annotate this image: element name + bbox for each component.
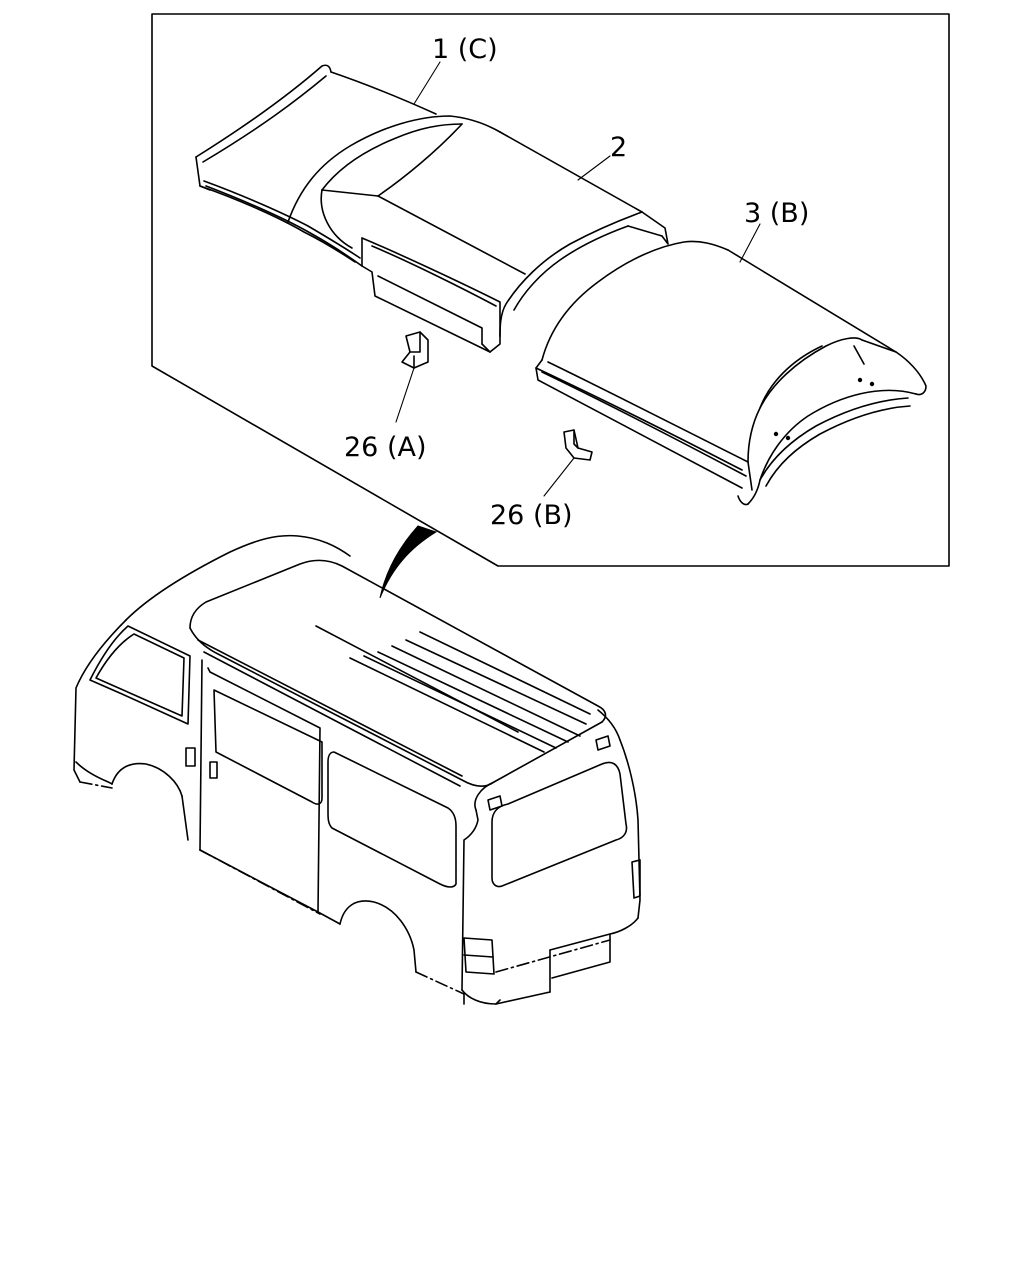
callout-part-26b: 26 (B) [490, 500, 573, 531]
callout-part-3: 3 (B) [744, 198, 809, 229]
bracket-26a [401, 331, 429, 369]
callout-part-2: 2 [610, 132, 627, 163]
callout-part-26a: 26 (A) [344, 432, 426, 463]
pointer-arrow [379, 525, 438, 599]
rear-roof-panel [535, 240, 927, 506]
front-roof-panel [195, 64, 501, 353]
leader-lines [395, 61, 761, 497]
callout-part-1: 1 (C) [432, 34, 498, 65]
van-body [73, 534, 641, 1005]
bracket-26b [563, 429, 593, 461]
detail-frame [151, 13, 950, 567]
center-roof-panel [287, 115, 669, 337]
